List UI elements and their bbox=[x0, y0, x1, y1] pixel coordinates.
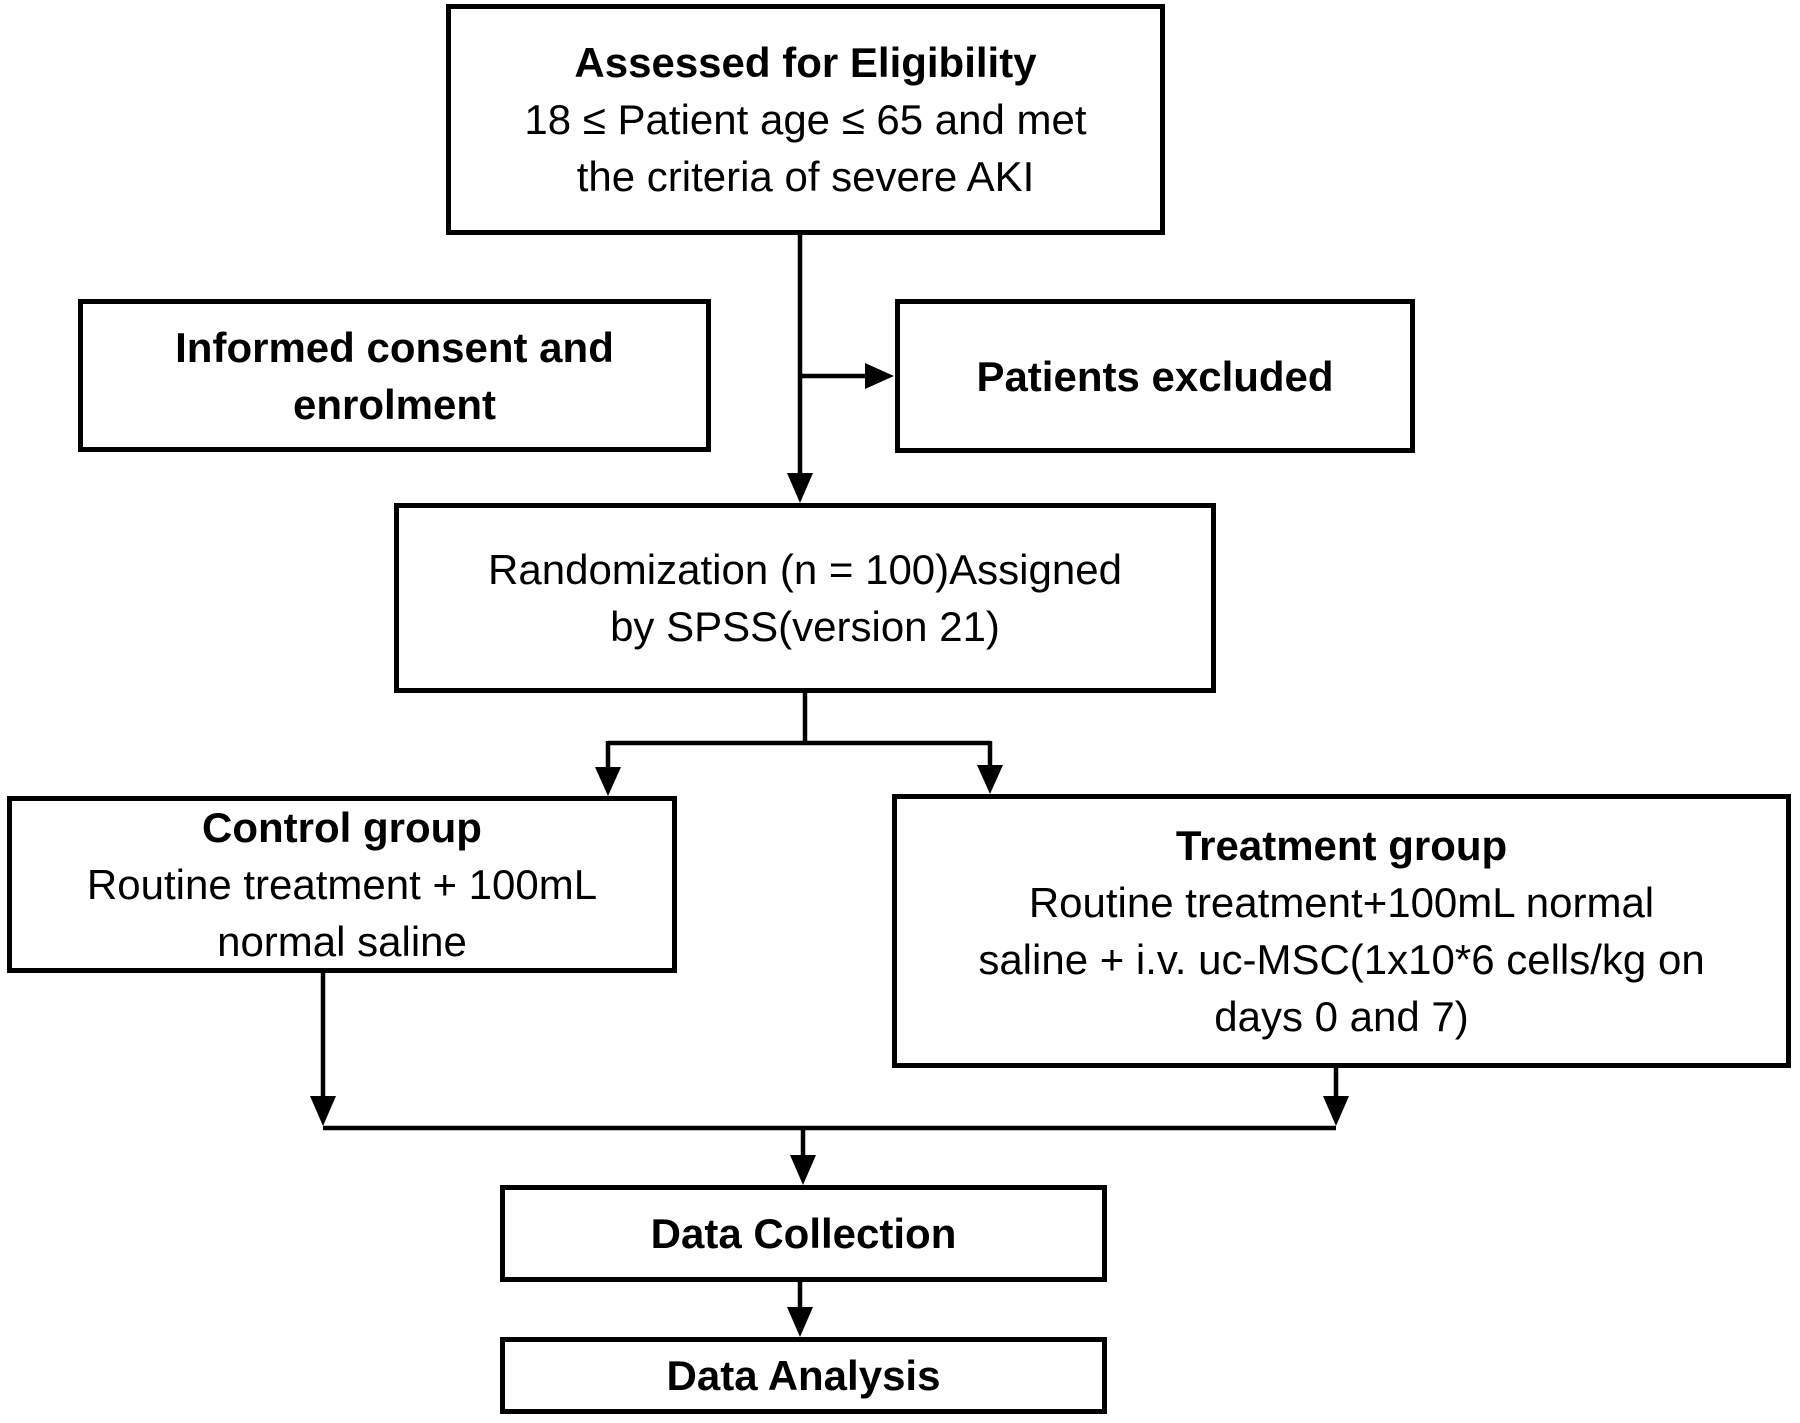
box-line: Randomization (n = 100)Assigned bbox=[488, 546, 1122, 593]
box-line: 18 ≤ Patient age ≤ 65 and met bbox=[524, 96, 1087, 143]
box-line: by SPSS(version 21) bbox=[610, 603, 1000, 650]
box-title: Data Analysis bbox=[666, 1352, 941, 1399]
arrow-treatment-to-merge bbox=[1323, 1068, 1349, 1126]
arrow-stem-to-excluded bbox=[800, 363, 894, 389]
box-line: saline + i.v. uc-MSC(1x10*6 cells/kg on bbox=[978, 936, 1705, 983]
arrow-collection-to-analysis bbox=[787, 1282, 813, 1337]
box-title: Control group bbox=[202, 804, 482, 851]
arrow-split-to-control bbox=[595, 741, 621, 796]
box-title: Treatment group bbox=[1175, 822, 1508, 869]
arrow-control-to-merge bbox=[310, 973, 336, 1126]
flow-box-randomization: Randomization (n = 100)Assigned by SPSS(… bbox=[394, 503, 1216, 693]
box-title: Patients excluded bbox=[976, 352, 1334, 400]
flow-box-informed-consent: Informed consent and enrolment bbox=[78, 299, 711, 452]
arrow-assessed-to-randomization bbox=[787, 235, 813, 503]
arrow-merge-to-collection bbox=[790, 1128, 816, 1185]
flow-box-data-analysis: Data Analysis bbox=[500, 1337, 1107, 1414]
line-randomization-to-split bbox=[608, 693, 990, 746]
flow-box-data-collection: Data Collection bbox=[500, 1185, 1107, 1282]
arrow-split-to-treatment bbox=[977, 741, 1003, 794]
box-line: the criteria of severe AKI bbox=[576, 153, 1035, 200]
flow-box-treatment-group: Treatment group Routine treatment+100mL … bbox=[892, 794, 1791, 1068]
box-line: Routine treatment + 100mL bbox=[86, 861, 598, 908]
box-title: enrolment bbox=[292, 380, 497, 428]
flow-box-assessed-eligibility: Assessed for Eligibility 18 ≤ Patient ag… bbox=[446, 4, 1165, 235]
flow-box-control-group: Control group Routine treatment + 100mL … bbox=[7, 796, 677, 973]
box-line: normal saline bbox=[217, 918, 467, 965]
box-line: Routine treatment+100mL normal bbox=[1028, 879, 1655, 926]
box-line: days 0 and 7) bbox=[1214, 993, 1469, 1040]
box-title: Assessed for Eligibility bbox=[574, 39, 1037, 86]
box-title: Data Collection bbox=[650, 1210, 957, 1257]
box-title: Informed consent and bbox=[175, 323, 614, 371]
flow-box-patients-excluded: Patients excluded bbox=[895, 299, 1415, 453]
